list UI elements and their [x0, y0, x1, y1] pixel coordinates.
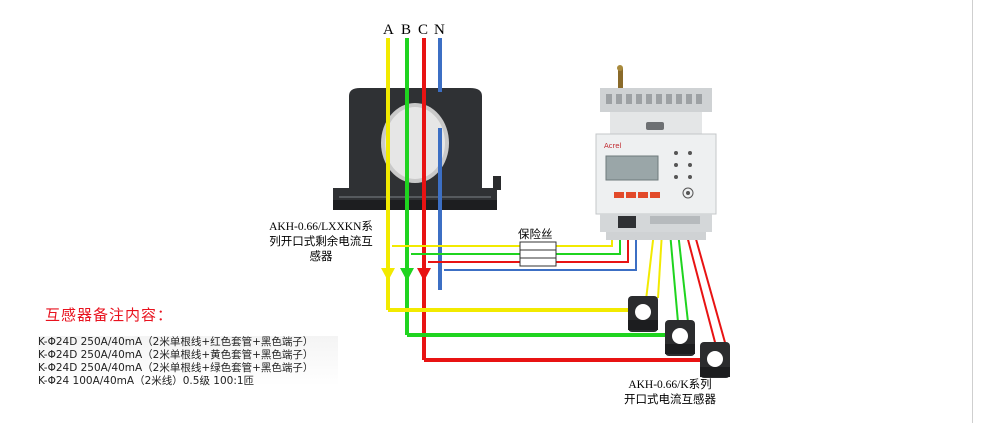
- device-lcd: [605, 155, 659, 181]
- ct-c: [700, 342, 730, 378]
- fuse-c: [519, 257, 557, 267]
- page-edge: [972, 0, 973, 423]
- ct-label: AKH-0.66/K系列 开口式电流互感器: [612, 378, 728, 408]
- phase-label-c: C: [418, 22, 429, 38]
- notes-box: K-Φ24D 250A/40mA（2米单根线+红色套管+黑色端子） K-Φ24D…: [38, 336, 338, 386]
- rcd-label-line: AKH-0.66/LXXKN系: [269, 221, 373, 233]
- fuse-b: [519, 249, 557, 259]
- phase-label-b: B: [401, 22, 412, 38]
- phase-c-arrow: [417, 268, 431, 281]
- notes-title: 互感器备注内容：: [45, 306, 174, 324]
- phase-label-n: N: [434, 22, 445, 38]
- rcd-label: AKH-0.66/LXXKN系 列开口式剩余电流互 感器: [262, 220, 380, 265]
- device-button: [650, 192, 660, 198]
- ct-label-line: 开口式电流互感器: [624, 394, 716, 406]
- direction-arrows: [381, 268, 431, 281]
- device-button: [614, 192, 624, 198]
- device-button: [626, 192, 636, 198]
- note-line: K-Φ24 100A/40mA（2米线）0.5级 100:1匝: [38, 375, 255, 386]
- device-button: [638, 192, 648, 198]
- sampling-wires: [392, 223, 637, 271]
- monitoring-device: Acrel: [595, 65, 717, 240]
- rcd-transformer: [333, 88, 501, 210]
- antenna: [618, 68, 623, 90]
- phase-a-arrow: [381, 268, 395, 281]
- ct-b: [665, 320, 695, 356]
- phase-b-arrow: [400, 268, 414, 281]
- ct-signal-wires: [645, 231, 727, 347]
- rcd-label-line: 列开口式剩余电流互: [269, 236, 373, 248]
- note-line: K-Φ24D 250A/40mA（2米单根线+绿色套管+黑色端子）: [38, 362, 314, 374]
- phase-runs: [388, 308, 712, 362]
- fuse-a: [519, 241, 557, 251]
- rcd-terminal: [493, 176, 501, 190]
- fuse-label: 保险丝: [518, 229, 553, 241]
- ct-label-line: AKH-0.66/K系列: [628, 379, 712, 391]
- device-brand: Acrel: [604, 142, 622, 150]
- note-line: K-Φ24D 250A/40mA（2米单根线+黄色套管+黑色端子）: [38, 349, 314, 361]
- note-line: K-Φ24D 250A/40mA（2米单根线+红色套管+黑色端子）: [38, 336, 314, 348]
- ct-a: [628, 296, 658, 332]
- device-terminal: [618, 216, 636, 228]
- rcd-label-line: 感器: [309, 251, 333, 263]
- phase-lines: [386, 38, 442, 360]
- phase-label-a: A: [383, 22, 394, 38]
